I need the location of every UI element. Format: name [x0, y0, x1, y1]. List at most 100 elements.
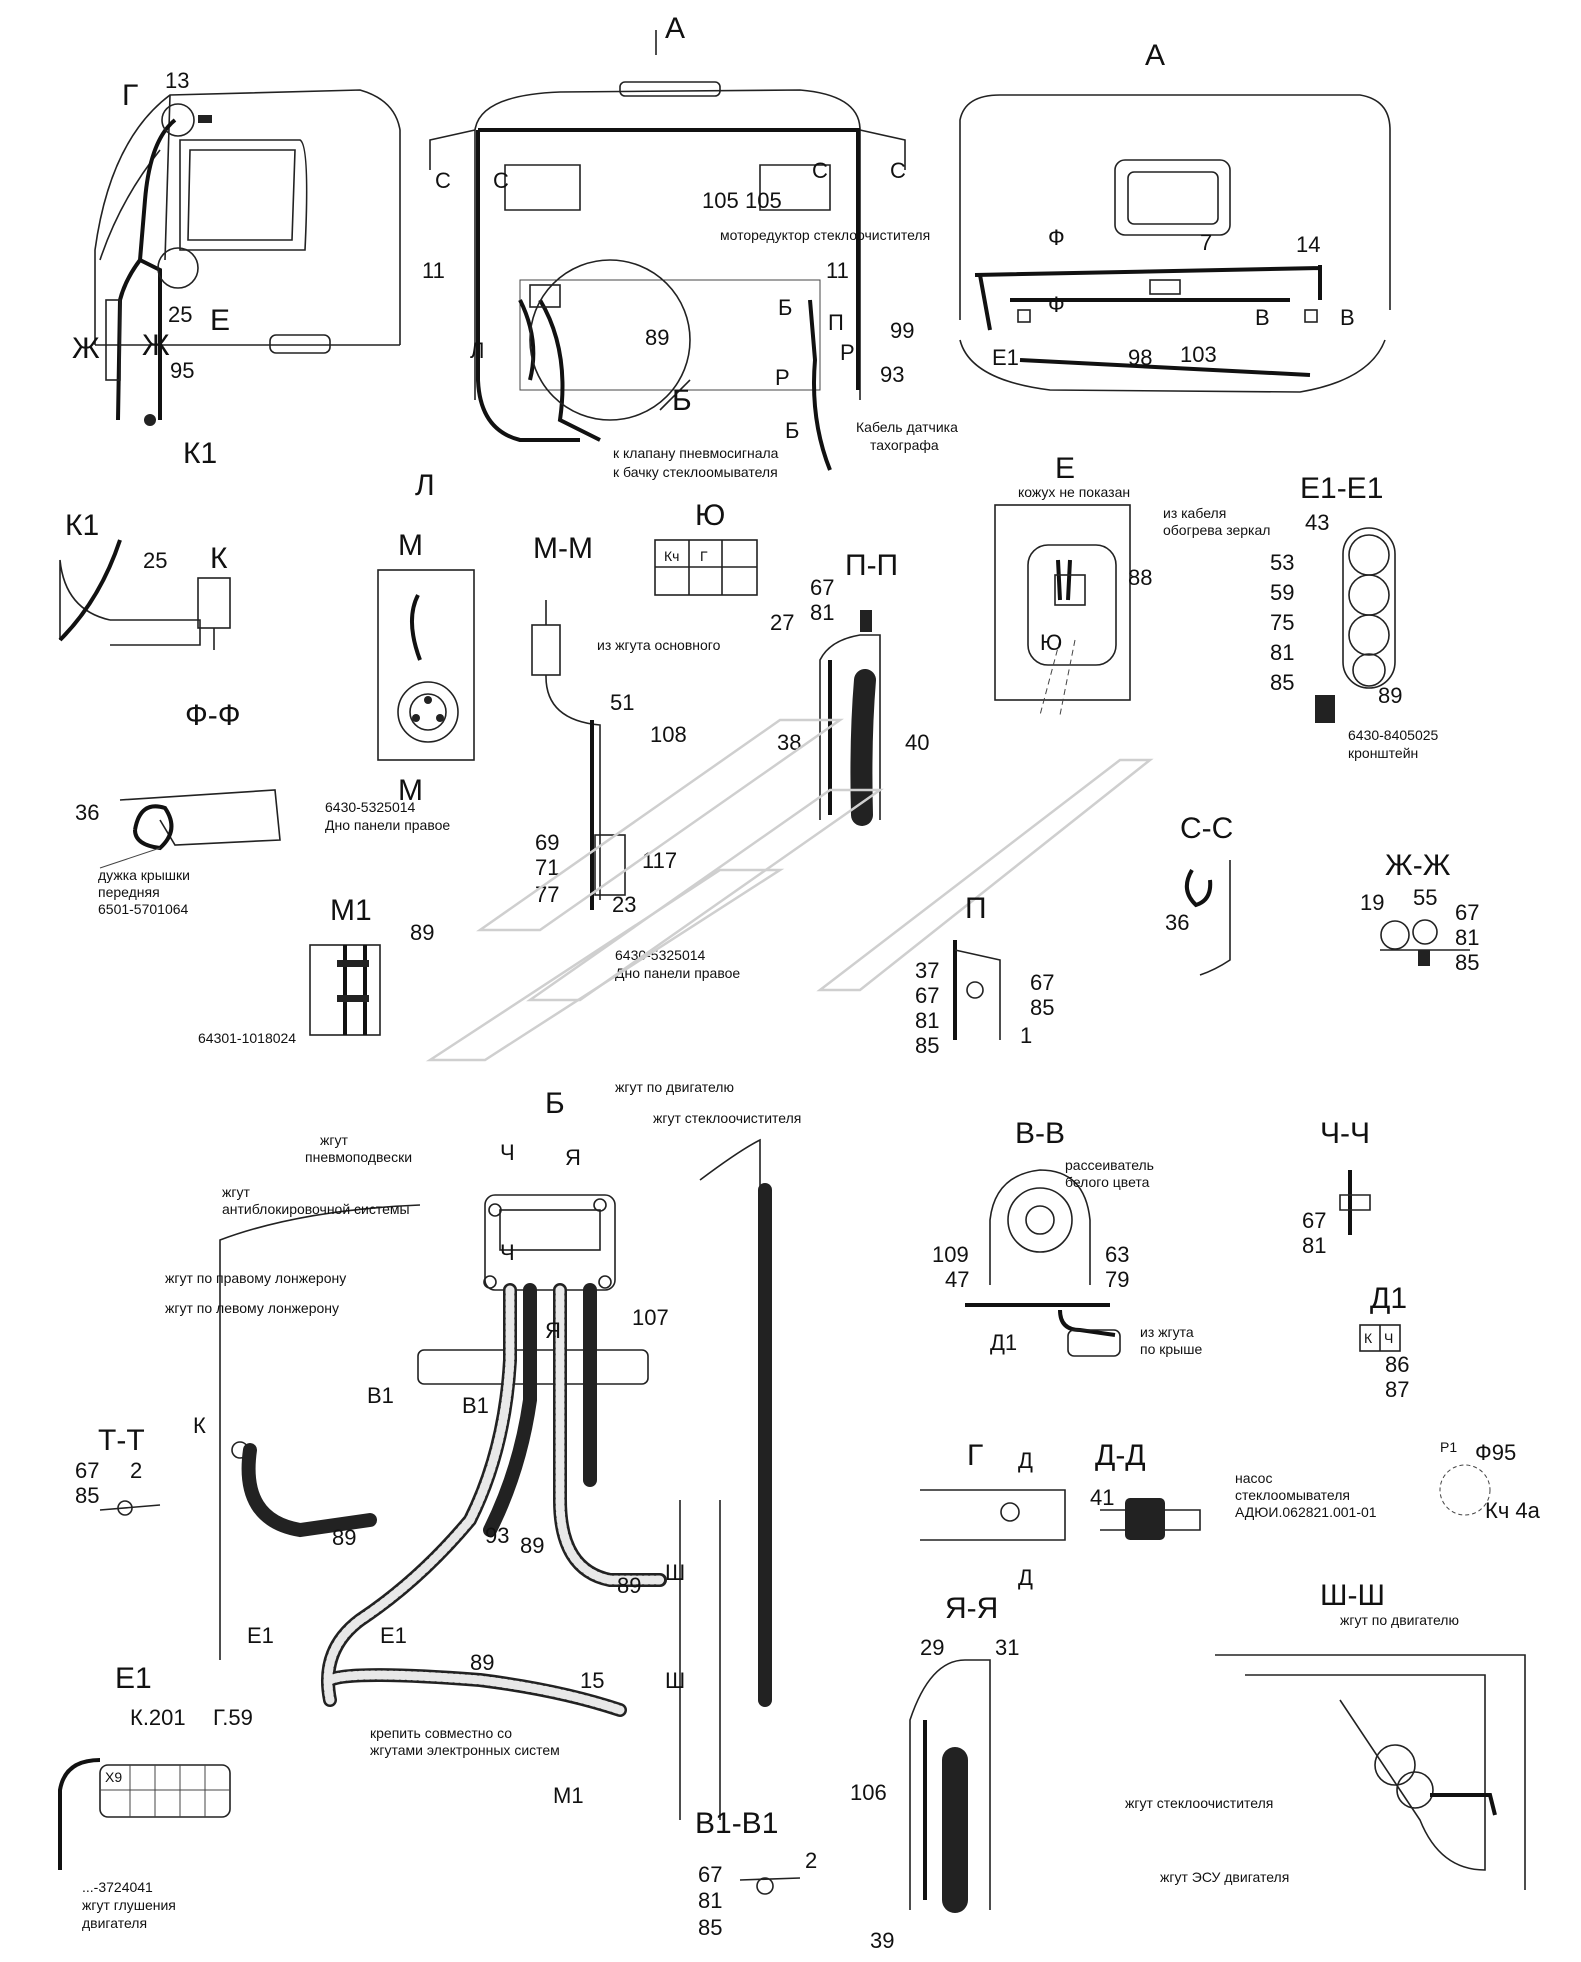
cab-front-letter-1: Ф: [1048, 225, 1065, 250]
e1e1-number-6: 85: [1270, 670, 1294, 695]
pump-note-1: насос: [1235, 1470, 1272, 1486]
pump-number-2: Ф95: [1475, 1440, 1516, 1465]
b-note-6: антиблокировочной системы: [222, 1201, 410, 1217]
cab-rear-letter-9: Л: [470, 338, 484, 363]
b-letter-4: Я: [545, 1318, 561, 1343]
view-d1: Д1 К Ч 86 87: [1359, 1282, 1409, 1402]
b-note-10: жгутами электронных систем: [370, 1742, 560, 1758]
b-letter-17: 89: [470, 1650, 494, 1675]
view-title-pp: П-П: [845, 549, 898, 582]
ff-note-2: передняя: [98, 884, 160, 900]
view-cc: С-С 36: [1165, 812, 1233, 976]
mm-number-3: 69: [535, 830, 559, 855]
view-title-yu: Ю: [695, 499, 725, 532]
cab-side-letter-3: Е: [210, 304, 230, 337]
view-title-yaya: Я-Я: [945, 1592, 998, 1625]
zhzh-number-2: 55: [1413, 885, 1437, 910]
view-title-b: Б: [545, 1087, 565, 1120]
b-letter-9: 89: [332, 1525, 356, 1550]
cab-rear-letter-13: П: [828, 310, 844, 335]
view-title-k: К: [210, 542, 228, 575]
tt-number-3: 85: [75, 1483, 99, 1508]
cab-front-letter-3: 14: [1296, 232, 1320, 257]
ghost-lettering: [425, 718, 1154, 1062]
p-number-4: 85: [915, 1033, 939, 1058]
view-title-k1: К1: [65, 509, 99, 542]
b-note-3: жгут: [320, 1132, 348, 1148]
e1e1-number-5: 81: [1270, 640, 1294, 665]
mm-number-1: 51: [610, 690, 634, 715]
m-note-2: Дно панели правое: [325, 817, 450, 833]
view-title-tt: Т-Т: [98, 1424, 145, 1457]
tt-number-2: 2: [130, 1458, 142, 1483]
e-note-2: из кабеля: [1163, 505, 1226, 521]
zhzh-number-3: 67: [1455, 900, 1479, 925]
cab-front-letter-4: Ф: [1048, 292, 1065, 317]
cab-rear-letter-11: Б: [672, 384, 692, 417]
p-number-1: 37: [915, 958, 939, 983]
view-title-d1: Д1: [1370, 1282, 1407, 1315]
view-pp: П-П 67 81 27 38 40: [770, 549, 929, 826]
b-letter-14: Ш: [665, 1668, 685, 1693]
mm-number-2: 108: [650, 722, 687, 747]
mm-number-5: 77: [535, 882, 559, 907]
mm-number-7: 23: [612, 892, 636, 917]
vv-note-4: по крыше: [1140, 1341, 1202, 1357]
cab-side-letter-2: 13: [165, 68, 189, 93]
e1e1-number-7: 89: [1378, 683, 1402, 708]
view-title-mm: М-М: [533, 532, 593, 565]
mm-note-1: из жгута основного: [597, 637, 721, 653]
b-letter-1: Ч: [500, 1140, 515, 1165]
d1-number-1: 86: [1385, 1352, 1409, 1377]
e1e1-note-1: 6430-8405025: [1348, 727, 1439, 743]
view-title-a-right: А: [1145, 39, 1165, 72]
view-title-vv: В-В: [1015, 1117, 1065, 1150]
vv-number-1: 109: [932, 1242, 969, 1267]
dd-number-1: 41: [1090, 1485, 1114, 1510]
chch-number-1: 67: [1302, 1208, 1326, 1233]
b-letter-11: 89: [520, 1533, 544, 1558]
b1b1-number-4: 85: [698, 1915, 722, 1940]
b-letter-10: 93: [485, 1523, 509, 1548]
b-note-5: жгут: [222, 1184, 250, 1200]
cab-rear-letter-17: 93: [880, 362, 904, 387]
b-letter-3: Ч: [500, 1240, 515, 1265]
e-note-3: обогрева зеркал: [1163, 522, 1270, 538]
view-e1e1: Е1-Е1 43 53 59 75 81 85 89 6430-8405025 …: [1270, 472, 1439, 761]
view-b1b1: В1-В1 67 2 81 85: [695, 1807, 817, 1940]
b-note-7: жгут по правому лонжерону: [165, 1270, 346, 1286]
b-letter-16: Е1: [380, 1623, 407, 1648]
e1e1-number-4: 75: [1270, 610, 1294, 635]
e1e1-note-2: кронштейн: [1348, 745, 1418, 761]
cab-front-letter-6: В: [1340, 305, 1355, 330]
view-title-g: Г: [967, 1439, 983, 1472]
cab-rear-note-1: моторедуктор стеклоочистителя: [720, 227, 930, 243]
e1-label-1: К.201: [130, 1705, 186, 1730]
g-letter-2: Д: [1018, 1565, 1033, 1590]
cab-rear-letter-5: 105: [702, 188, 739, 213]
d1-cell-2: Ч: [1384, 1330, 1393, 1346]
mm-number-6: 117: [642, 848, 677, 873]
cab-rear-letter-16: 99: [890, 318, 914, 343]
view-p: П 37 67 81 85 67 85 1: [915, 892, 1054, 1058]
cab-side-letter-8: К1: [183, 437, 217, 470]
chch-number-2: 81: [1302, 1233, 1326, 1258]
cab-rear-letter-10: 89: [645, 325, 669, 350]
b-letter-6: В1: [367, 1383, 394, 1408]
cab-side-letter-7: 95: [170, 358, 194, 383]
cab-side-view: Г 13 Е 25 Ж Ж 95 К1: [72, 68, 401, 470]
zhzh-number-4: 81: [1455, 925, 1479, 950]
view-title-shsh: Ш-Ш: [1320, 1579, 1385, 1612]
yu-cell-2: Г: [700, 548, 708, 564]
view-e: Е кожух не показан из кабеля обогрева зе…: [994, 452, 1270, 716]
cab-rear-letter-14: Р: [775, 365, 790, 390]
b-letter-8: К: [193, 1413, 206, 1438]
yaya-number-2: 31: [995, 1635, 1019, 1660]
b-letter-2: Я: [565, 1145, 581, 1170]
cab-front-letter-7: Е1: [992, 345, 1019, 370]
view-zhzh: Ж-Ж 19 55 67 81 85: [1360, 849, 1479, 975]
p-number-6: 85: [1030, 995, 1054, 1020]
e1e1-number-1: 43: [1305, 510, 1329, 535]
b1b1-number-1: 67: [698, 1862, 722, 1887]
